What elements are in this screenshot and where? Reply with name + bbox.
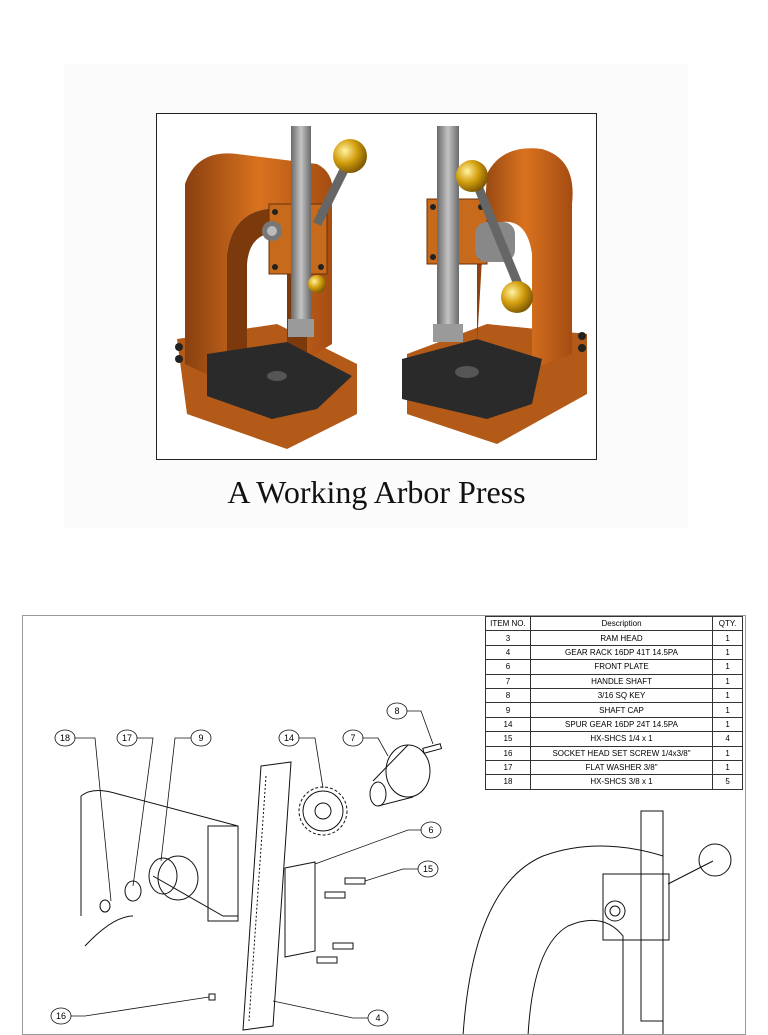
exploded-drawing-sheet: 18 17 9 14 7 (22, 615, 746, 1035)
bom-qty: 4 (712, 731, 743, 747)
bom-header-item: ITEM NO. (485, 616, 531, 632)
bom-description: SOCKET HEAD SET SCREW 1/4x3/8" (529, 745, 714, 761)
arbor-press-render (156, 113, 597, 460)
bom-item: 15 (485, 731, 531, 747)
set-screw-part (208, 993, 216, 1001)
balloon-9: 9 (160, 729, 212, 862)
bom-description: SHAFT CAP (529, 702, 714, 718)
bom-header-qty: QTY. (712, 616, 743, 632)
assembled-view (462, 810, 732, 1034)
bom-qty: 1 (712, 659, 743, 675)
bom-description: 3/16 SQ KEY (529, 687, 714, 704)
bom-header-description: Description (529, 616, 714, 632)
bolt-part (99, 899, 111, 913)
balloon-15: 15 (364, 860, 439, 882)
bom-qty: 1 (712, 716, 743, 733)
svg-text:15: 15 (423, 864, 433, 874)
frame-part (80, 790, 239, 947)
shcs-screws (316, 877, 366, 964)
balloon-14: 14 (278, 729, 324, 789)
bom-item: 7 (485, 673, 531, 689)
svg-text:9: 9 (198, 733, 203, 743)
bom-qty: 1 (712, 745, 743, 761)
svg-text:17: 17 (122, 733, 132, 743)
balloon-7: 7 (342, 729, 389, 757)
bom-description: HX-SHCS 3/8 x 1 (529, 774, 714, 790)
right-press (402, 126, 587, 444)
bom-description: HX-SHCS 1/4 x 1 (529, 731, 714, 747)
bom-qty: 1 (712, 759, 743, 776)
bom-item: 3 (485, 630, 531, 646)
bom-qty: 1 (712, 644, 743, 661)
arbor-press-illustration (175, 126, 587, 449)
svg-text:16: 16 (56, 1011, 66, 1021)
bom-description: SPUR GEAR 16DP 24T 14.5PA (529, 716, 714, 733)
svg-text:4: 4 (375, 1013, 380, 1023)
bom-qty: 1 (712, 673, 743, 689)
balloon-8: 8 (386, 702, 434, 745)
front-plate-part (284, 861, 316, 958)
balloon-4: 4 (272, 1000, 389, 1027)
exploded-view: 18 17 9 14 7 (50, 702, 732, 1034)
gear-rack-part (242, 761, 292, 1031)
bom-description: HANDLE SHAFT (529, 673, 714, 689)
svg-text:18: 18 (60, 733, 70, 743)
bom-description: RAM HEAD (529, 630, 714, 646)
svg-text:14: 14 (284, 733, 294, 743)
key-part (422, 743, 443, 754)
svg-text:6: 6 (428, 825, 433, 835)
balloon-18: 18 (54, 729, 112, 902)
svg-text:8: 8 (394, 706, 399, 716)
render-caption: A Working Arbor Press (227, 474, 526, 510)
balloon-16: 16 (50, 996, 210, 1025)
handle-shaft-part (385, 744, 431, 798)
bom-item: 14 (485, 716, 531, 733)
svg-text:7: 7 (350, 733, 355, 743)
bom-item: 18 (485, 774, 531, 790)
bom-item: 4 (485, 644, 531, 661)
balloon-17: 17 (116, 729, 154, 887)
left-press (175, 126, 367, 449)
bom-item: 17 (485, 759, 531, 776)
bom-item: 8 (485, 687, 531, 704)
bom-description: FLAT WASHER 3/8" (529, 759, 714, 776)
bom-qty: 1 (712, 687, 743, 704)
flat-washer-part (124, 880, 142, 902)
bom-description: GEAR RACK 16DP 41T 14.5PA (529, 644, 714, 661)
balloon-6: 6 (314, 821, 442, 865)
bom-qty: 5 (712, 774, 743, 790)
bom-qty: 1 (712, 702, 743, 718)
bom-item: 9 (485, 702, 531, 718)
bom-description: FRONT PLATE (529, 659, 714, 675)
shaft-cap-part (148, 857, 178, 895)
spur-gear-part (302, 790, 344, 832)
bom-header-row: ITEM NO. Description QTY. (485, 616, 743, 632)
bom-qty: 1 (712, 630, 743, 646)
bom-item: 16 (485, 745, 531, 761)
bom-item: 6 (485, 659, 531, 675)
